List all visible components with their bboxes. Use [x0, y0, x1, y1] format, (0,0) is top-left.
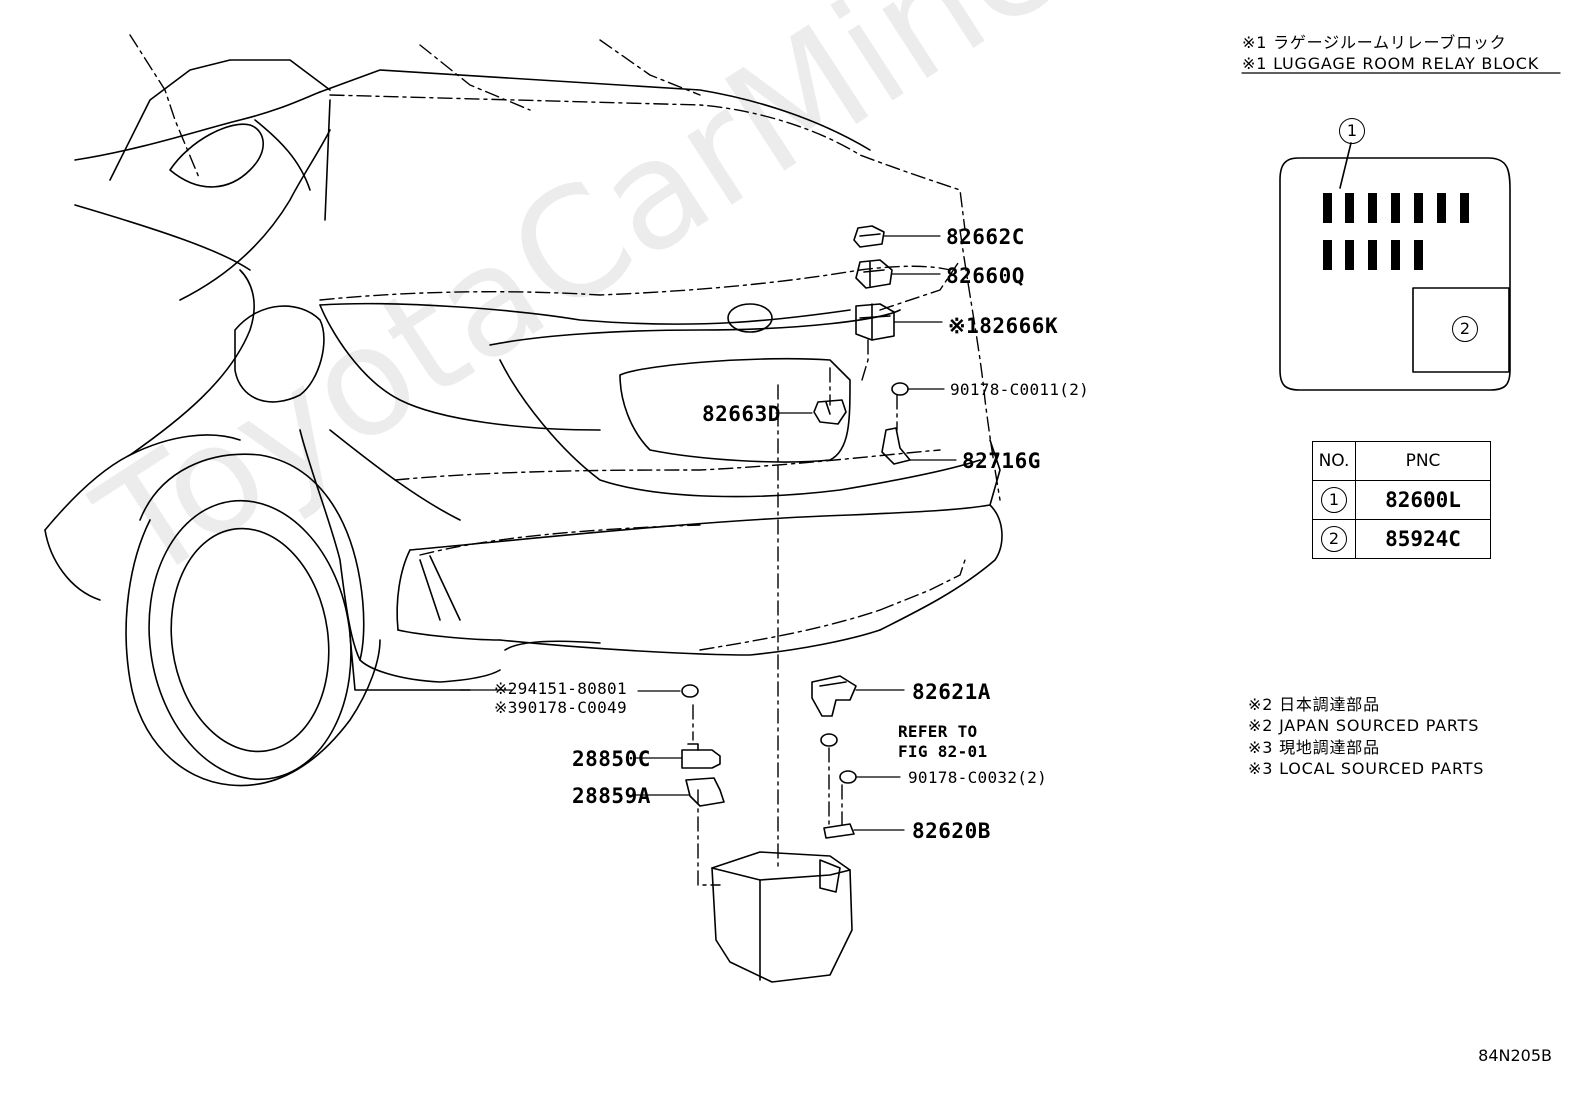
part-82660q-shape	[855, 259, 893, 289]
part-90178-c0011-nut	[891, 382, 909, 396]
part-label-82621a[interactable]: 82621A	[912, 680, 991, 704]
part-82663d-shape	[813, 399, 847, 425]
row-number: 1	[1321, 487, 1347, 513]
part-82716g-bracket	[881, 427, 911, 465]
pnc-table: NO. PNC 1 82600L 2 85924C	[1312, 441, 1491, 559]
note-local-jp: ※3 現地調達部品	[1248, 738, 1380, 757]
part-label-28859a[interactable]: 28859A	[572, 784, 651, 808]
figure-code: 84N205B	[1478, 1046, 1552, 1065]
pnc-table-header: NO. PNC	[1312, 441, 1491, 481]
part-82662c-shape	[853, 225, 885, 248]
part-nut-refer	[820, 733, 838, 747]
note-japan-en: ※2 JAPAN SOURCED PARTS	[1248, 716, 1480, 735]
part-label-82662c[interactable]: 82662C	[946, 225, 1025, 249]
pnc-header-no: NO.	[1312, 441, 1356, 481]
relay-pins	[1323, 193, 1469, 270]
part-label-82660q[interactable]: 82660Q	[946, 264, 1025, 288]
part-label-82620b[interactable]: 82620B	[912, 819, 991, 843]
part-label-82666k[interactable]: ※182666K	[948, 314, 1059, 338]
row-number: 2	[1321, 526, 1347, 552]
part-94151-nut	[681, 684, 699, 698]
phantom-lines	[129, 34, 1001, 886]
refer-fig-label[interactable]: FIG 82-01	[898, 742, 988, 761]
note-japan-jp: ※2 日本調達部品	[1248, 695, 1380, 714]
relay-block-title-en: ※1 LUGGAGE ROOM RELAY BLOCK	[1242, 54, 1539, 73]
part-82666k-relay-block-shape	[855, 303, 895, 341]
callout-1: 1	[1339, 118, 1365, 144]
relay-block-detail	[1279, 142, 1511, 391]
row-pnc: 85924C	[1355, 519, 1491, 559]
part-label-82716g[interactable]: 82716G	[962, 449, 1041, 473]
part-90178-c0032-nut	[839, 770, 857, 784]
part-82621a-shape	[811, 675, 857, 717]
refer-to-label[interactable]: REFER TO	[898, 722, 978, 741]
note-local-en: ※3 LOCAL SOURCED PARTS	[1248, 759, 1485, 778]
part-label-82663d[interactable]: 82663D	[702, 402, 781, 426]
table-row: 1 82600L	[1312, 480, 1491, 520]
part-label-90178-c0011[interactable]: 90178-C0011(2)	[950, 380, 1090, 399]
pnc-header-pnc: PNC	[1355, 441, 1491, 481]
table-row: 2 85924C	[1312, 519, 1491, 559]
part-82620b-bracket	[823, 823, 855, 839]
part-label-94151-80801[interactable]: ※294151-80801	[494, 679, 627, 698]
row-pnc: 82600L	[1355, 480, 1491, 520]
part-28859a-bracket	[685, 777, 725, 807]
part-28850c-sensor	[681, 743, 721, 769]
part-label-28850c[interactable]: 28850C	[572, 747, 651, 771]
relay-block-title-jp: ※1 ラゲージルームリレーブロック	[1242, 33, 1507, 52]
battery-shape	[711, 851, 853, 983]
part-label-90178-c0049[interactable]: ※390178-C0049	[494, 698, 627, 717]
car-body-outline	[44, 59, 1003, 787]
leader-lines	[459, 235, 957, 831]
callout-2: 2	[1452, 316, 1478, 342]
part-label-90178-c0032[interactable]: 90178-C0032(2)	[908, 768, 1048, 787]
